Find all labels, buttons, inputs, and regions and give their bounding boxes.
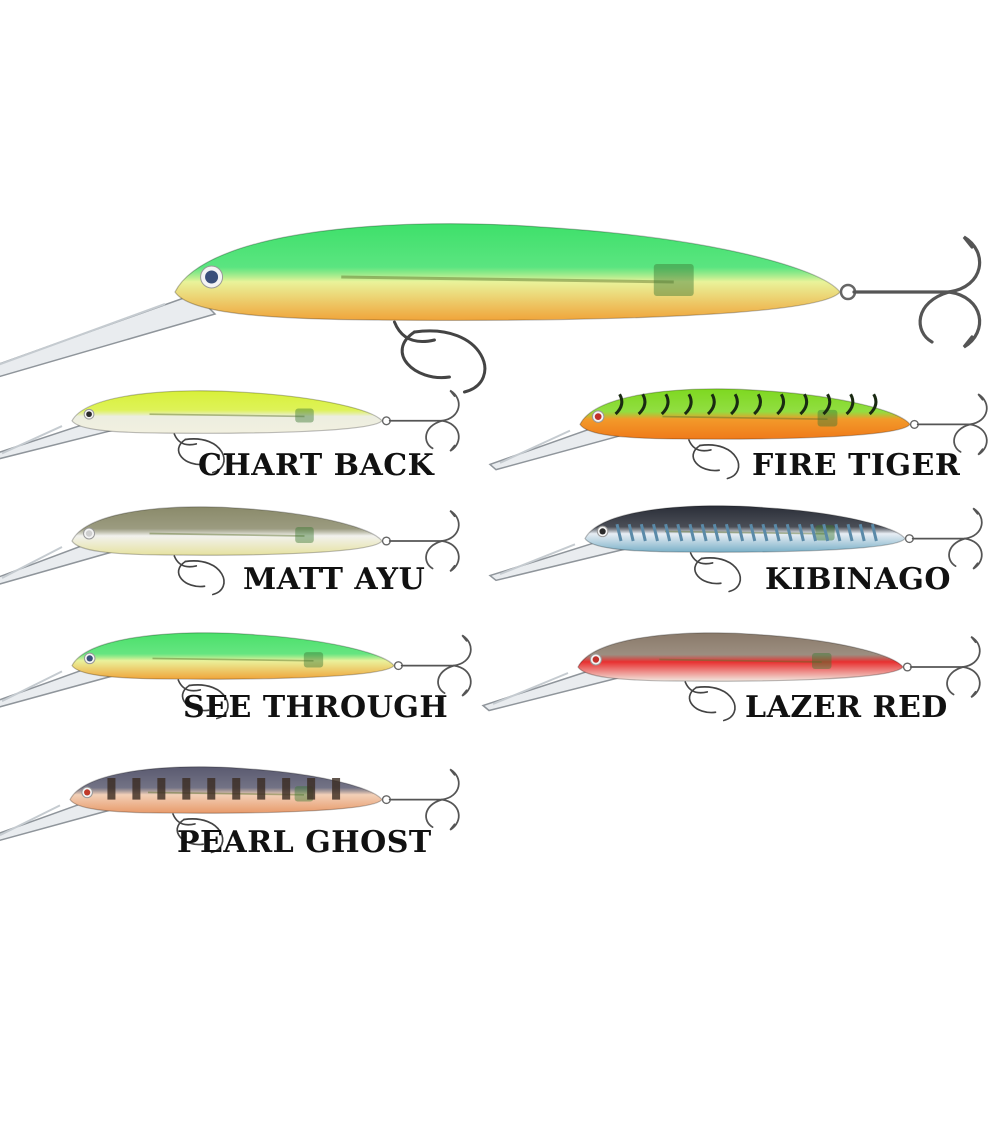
tail-hook (388, 509, 460, 573)
belly-hook (684, 681, 736, 722)
lure-chart-back (0, 389, 460, 474)
lure-fire-tiger (488, 388, 988, 480)
tail-hook (388, 389, 460, 452)
lure-body (71, 390, 383, 434)
lure-body (584, 505, 906, 553)
lure-label-fire-tiger: FIRE TIGER (752, 448, 961, 483)
lure-label-pearl-ghost: PEARL GHOST (177, 825, 432, 860)
tail-hook (400, 634, 472, 697)
lure-label-kibinago: KIBINAGO (765, 562, 951, 597)
belly-hook (173, 433, 225, 474)
belly-hook (177, 679, 229, 720)
lure-body (174, 223, 841, 321)
lure-kibinago (488, 505, 983, 593)
lure-label-lazer-red: LAZER RED (745, 690, 948, 725)
lure-body (579, 388, 911, 440)
tail-hook (911, 507, 983, 570)
lure-body (577, 632, 904, 682)
belly-hook (392, 320, 487, 394)
belly-hook (172, 813, 224, 854)
diving-lip (0, 293, 217, 378)
lure-label-chart-back: CHART BACK (198, 448, 435, 483)
lure-hero (0, 223, 982, 394)
lure-matt-ayu (0, 506, 460, 596)
lure-body (71, 632, 395, 680)
lure-see-through (0, 632, 472, 720)
lure-label-matt-ayu: MATT AYU (243, 562, 426, 597)
lure-label-see-through: SEE THROUGH (183, 690, 449, 725)
lure-lazer-red (481, 632, 981, 722)
tail-hook (852, 235, 982, 349)
tail-hook (916, 393, 988, 456)
tail-hook (909, 635, 981, 699)
belly-hook (689, 552, 741, 593)
belly-hook (173, 555, 225, 596)
tail-hook (388, 768, 460, 831)
lure-body (71, 506, 383, 556)
lure-pearl-ghost (0, 766, 460, 854)
belly-hook (688, 439, 740, 480)
